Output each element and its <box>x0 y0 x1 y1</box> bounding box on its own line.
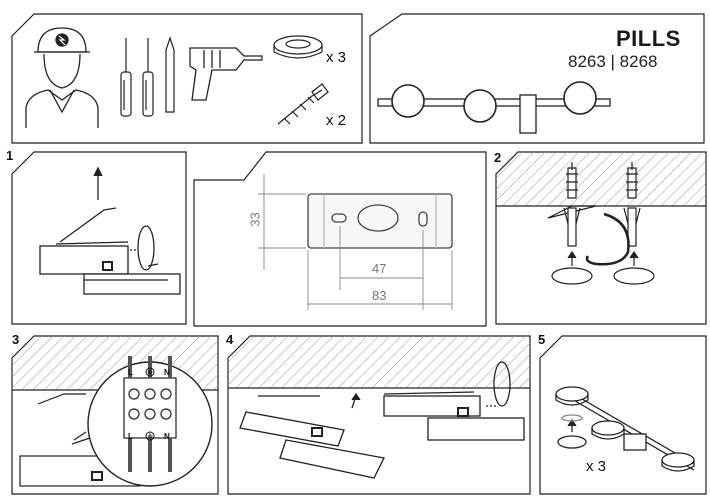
step1-number: 1 <box>6 148 14 163</box>
step1-fixture-drawing <box>39 166 181 295</box>
step3-wiring-drawing <box>19 356 213 487</box>
step3-frame <box>11 335 219 495</box>
step5-lamp-assembly-drawing <box>555 386 695 472</box>
terminal-top-live-label: L <box>128 368 133 377</box>
height-dimension-label: 33 <box>247 212 263 227</box>
dimension-lines <box>258 174 453 310</box>
step1-panel: 1 <box>0 148 190 328</box>
tools-panel-frame <box>11 13 363 144</box>
step2-number: 2 <box>494 150 502 165</box>
lamp-puck-icon <box>273 35 323 59</box>
step4-mounting-drawing <box>239 361 525 479</box>
wall-plugs-drawing <box>547 162 655 285</box>
earth-top-icon <box>145 367 155 377</box>
step5-quantity: x 3 <box>586 458 607 475</box>
dimensions-panel: 33 47 83 <box>192 150 490 328</box>
step4-number: 4 <box>226 332 234 347</box>
tools-panel: x 3 x 2 <box>0 0 365 146</box>
electrician-icon <box>25 27 99 128</box>
product-panel: PILLS 8263 | 8268 <box>368 0 710 146</box>
terminal-bottom-live-label: L <box>128 432 133 441</box>
canopy-plate-drawing <box>307 193 453 249</box>
step1-frame <box>11 151 187 325</box>
step4-frame <box>227 335 531 495</box>
step5-frame <box>539 335 707 495</box>
earth-bottom-icon <box>145 431 155 441</box>
dowel-quantity: x 2 <box>326 112 347 129</box>
product-codes: 8263 | 8268 <box>568 52 658 71</box>
product-title: PILLS <box>616 26 681 51</box>
step3-panel: 3 L N L N <box>0 332 222 498</box>
step2-panel: 2 <box>492 148 710 328</box>
pills-lamp-illustration <box>377 81 611 134</box>
hole-spacing-dimension-label: 47 <box>372 261 387 276</box>
step5-panel: 5 x 3 <box>536 332 710 498</box>
step5-number: 5 <box>538 332 546 347</box>
lamp-quantity: x 3 <box>326 49 347 66</box>
step2-frame <box>495 151 707 325</box>
length-dimension-label: 83 <box>372 288 387 303</box>
terminal-top-neutral-label: N <box>164 368 170 377</box>
screwdriver-icon <box>120 38 154 117</box>
step4-panel: 4 <box>224 332 534 498</box>
dowel-screw-icon <box>277 83 329 125</box>
product-panel-frame <box>369 13 705 144</box>
drill-icon <box>189 47 263 101</box>
pencil-icon <box>165 36 175 113</box>
terminal-bottom-neutral-label: N <box>164 432 170 441</box>
step3-number: 3 <box>12 332 20 347</box>
dimensions-frame <box>193 151 487 327</box>
